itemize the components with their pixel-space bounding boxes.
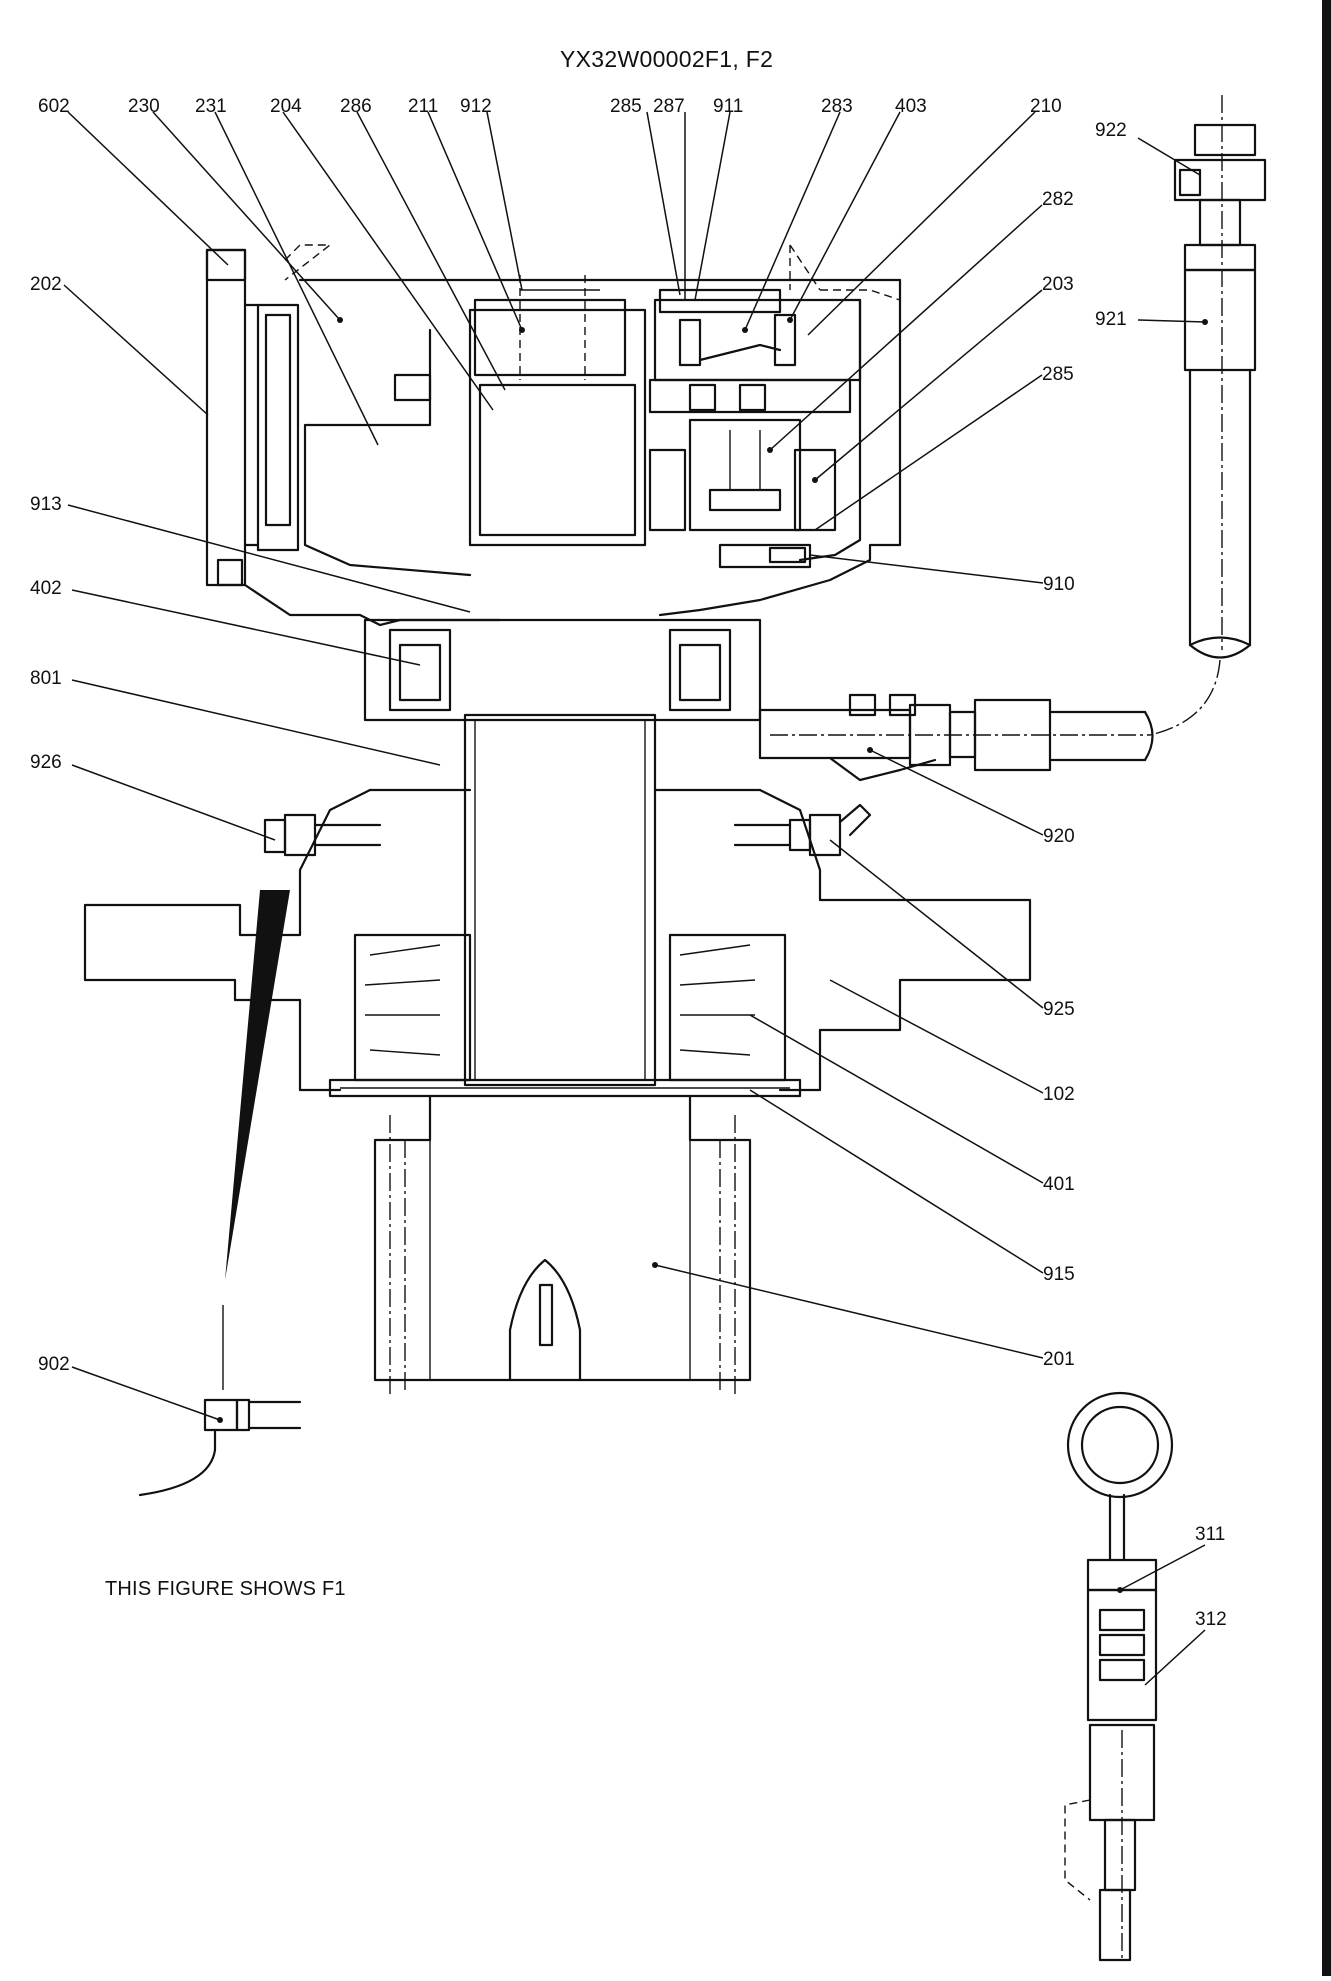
callout-204: 204 [270, 96, 302, 117]
callout-202: 202 [30, 274, 62, 295]
center-shaft [83, 618, 1032, 1395]
callout-283: 283 [821, 96, 853, 117]
callout-402: 402 [30, 578, 62, 599]
callout-913: 913 [30, 494, 62, 515]
callout-912: 912 [460, 96, 492, 117]
callout-921: 921 [1095, 309, 1127, 330]
callout-920: 920 [1043, 826, 1075, 847]
diagram-title: YX32W00002F1, F2 [560, 46, 774, 72]
callout-311: 311 [1195, 1524, 1225, 1545]
callout-287: 287 [653, 96, 685, 117]
callout-231: 231 [195, 96, 227, 117]
callout-915: 915 [1043, 1264, 1075, 1285]
callout-285-right: 285 [1042, 364, 1074, 385]
callout-602: 602 [38, 96, 70, 117]
callout-401: 401 [1043, 1174, 1075, 1195]
callout-312: 312 [1195, 1609, 1227, 1630]
callout-203: 203 [1042, 274, 1074, 295]
callout-230: 230 [128, 96, 160, 117]
callout-labels: 602 230 231 204 286 211 912 285 287 911 … [30, 96, 1227, 1630]
callout-801: 801 [30, 668, 62, 689]
callout-925: 925 [1043, 999, 1075, 1020]
callout-201: 201 [1043, 1349, 1075, 1370]
page-edge-bar [1322, 0, 1331, 1976]
callout-403: 403 [895, 96, 927, 117]
hose-assembly [1149, 95, 1267, 736]
callout-285-top: 285 [610, 96, 642, 117]
callout-102: 102 [1043, 1084, 1075, 1105]
dipstick-assembly [1064, 1391, 1174, 1962]
callout-911: 911 [713, 96, 743, 117]
callout-922: 922 [1095, 120, 1127, 141]
upper-housing [205, 244, 902, 627]
leader-lines [63, 111, 1208, 1686]
fittings [263, 693, 1154, 857]
callout-282: 282 [1042, 189, 1074, 210]
callout-210: 210 [1030, 96, 1062, 117]
callout-286: 286 [340, 96, 372, 117]
callout-211: 211 [408, 96, 438, 117]
figure-caption: THIS FIGURE SHOWS F1 [105, 1578, 346, 1600]
callout-926: 926 [30, 752, 62, 773]
callout-902: 902 [38, 1354, 70, 1375]
callout-910: 910 [1043, 574, 1075, 595]
